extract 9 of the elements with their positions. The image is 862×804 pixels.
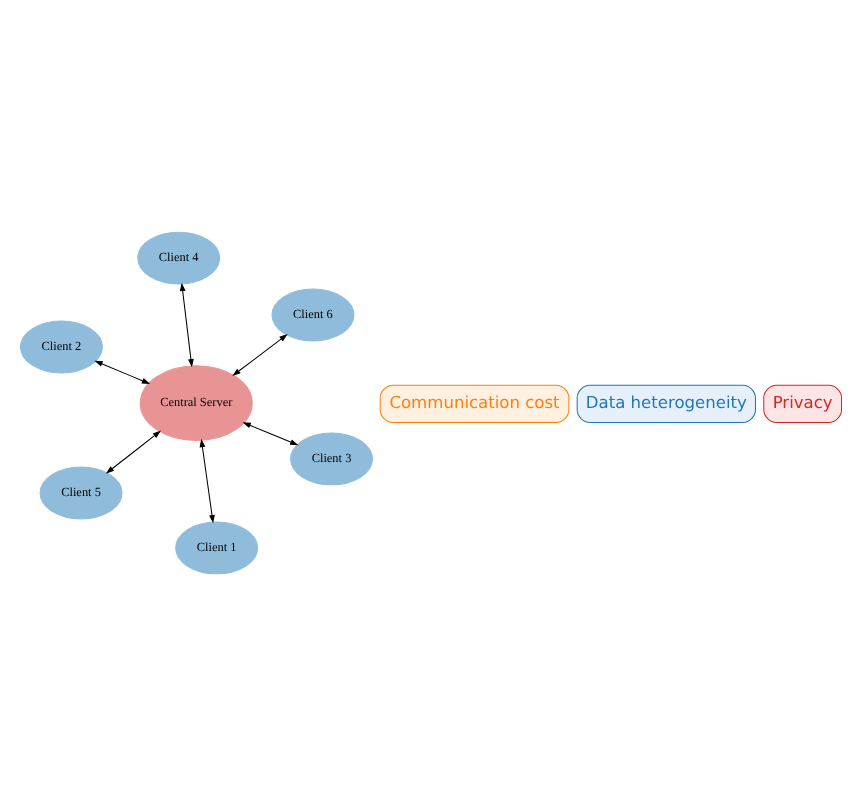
arrow (232, 333, 288, 375)
node-box: Privacy (763, 383, 843, 422)
arrow (199, 437, 215, 523)
node-box: Communication cost (379, 383, 570, 422)
arrow (94, 359, 151, 383)
arrow (242, 421, 299, 445)
arrow (179, 281, 194, 367)
node-box: Data heterogeneity (576, 383, 756, 422)
arrow (105, 429, 162, 473)
